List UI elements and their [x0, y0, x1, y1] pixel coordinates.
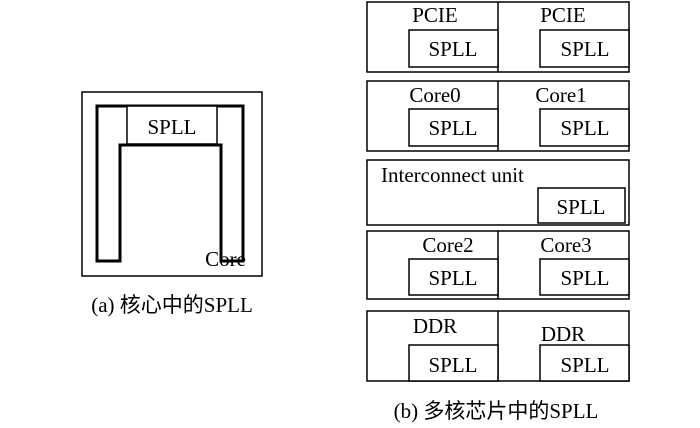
panel-b: PCIE SPLL PCIE SPLL Core0 SPLL Core1 SPL…	[366, 1, 630, 423]
block-label-interconnect: Interconnect unit	[381, 163, 524, 187]
spll-box	[408, 29, 499, 68]
caption-b: (b) 多核芯片中的SPLL	[394, 399, 599, 423]
clock-distribution-shape	[95, 104, 245, 263]
spll-box	[539, 108, 630, 147]
block-label-ddr-right: DDR	[541, 322, 585, 346]
row-ddr: DDR SPLL DDR SPLL	[366, 310, 630, 382]
spll-label: SPLL	[428, 116, 477, 140]
core-spll-box	[126, 105, 218, 145]
spll-box	[539, 258, 630, 296]
block-label-pcie-left: PCIE	[412, 3, 458, 27]
spll-label: SPLL	[560, 37, 609, 61]
spll-label: SPLL	[556, 195, 605, 219]
spll-box	[408, 258, 499, 296]
block-label-core3: Core3	[540, 233, 591, 257]
spll-box	[537, 187, 626, 224]
row-core2-core3: Core2 SPLL Core3 SPLL	[366, 230, 630, 300]
panel-a: SPLL Core (a) 核心中的SPLL	[81, 91, 263, 317]
spll-box	[539, 29, 630, 68]
core-label: Core	[205, 247, 246, 271]
spll-box	[408, 344, 499, 382]
row-core0-core1: Core0 SPLL Core1 SPLL	[366, 80, 630, 152]
spll-label: SPLL	[560, 353, 609, 377]
block-label-pcie-right: PCIE	[540, 3, 586, 27]
spll-label: SPLL	[428, 266, 477, 290]
spll-label: SPLL	[560, 116, 609, 140]
spll-label: SPLL	[428, 37, 477, 61]
spll-box	[408, 108, 499, 147]
block-label-ddr-left: DDR	[413, 314, 457, 338]
spll-label: SPLL	[428, 353, 477, 377]
core-spll-label: SPLL	[147, 115, 196, 139]
caption-a: (a) 核心中的SPLL	[91, 293, 253, 317]
row-interconnect: Interconnect unit SPLL	[366, 159, 630, 226]
spll-label: SPLL	[560, 266, 609, 290]
block-label-core1: Core1	[535, 83, 586, 107]
block-label-core2: Core2	[422, 233, 473, 257]
row-pcie: PCIE SPLL PCIE SPLL	[366, 1, 630, 73]
spll-box	[539, 344, 630, 382]
block-label-core0: Core0	[409, 83, 460, 107]
